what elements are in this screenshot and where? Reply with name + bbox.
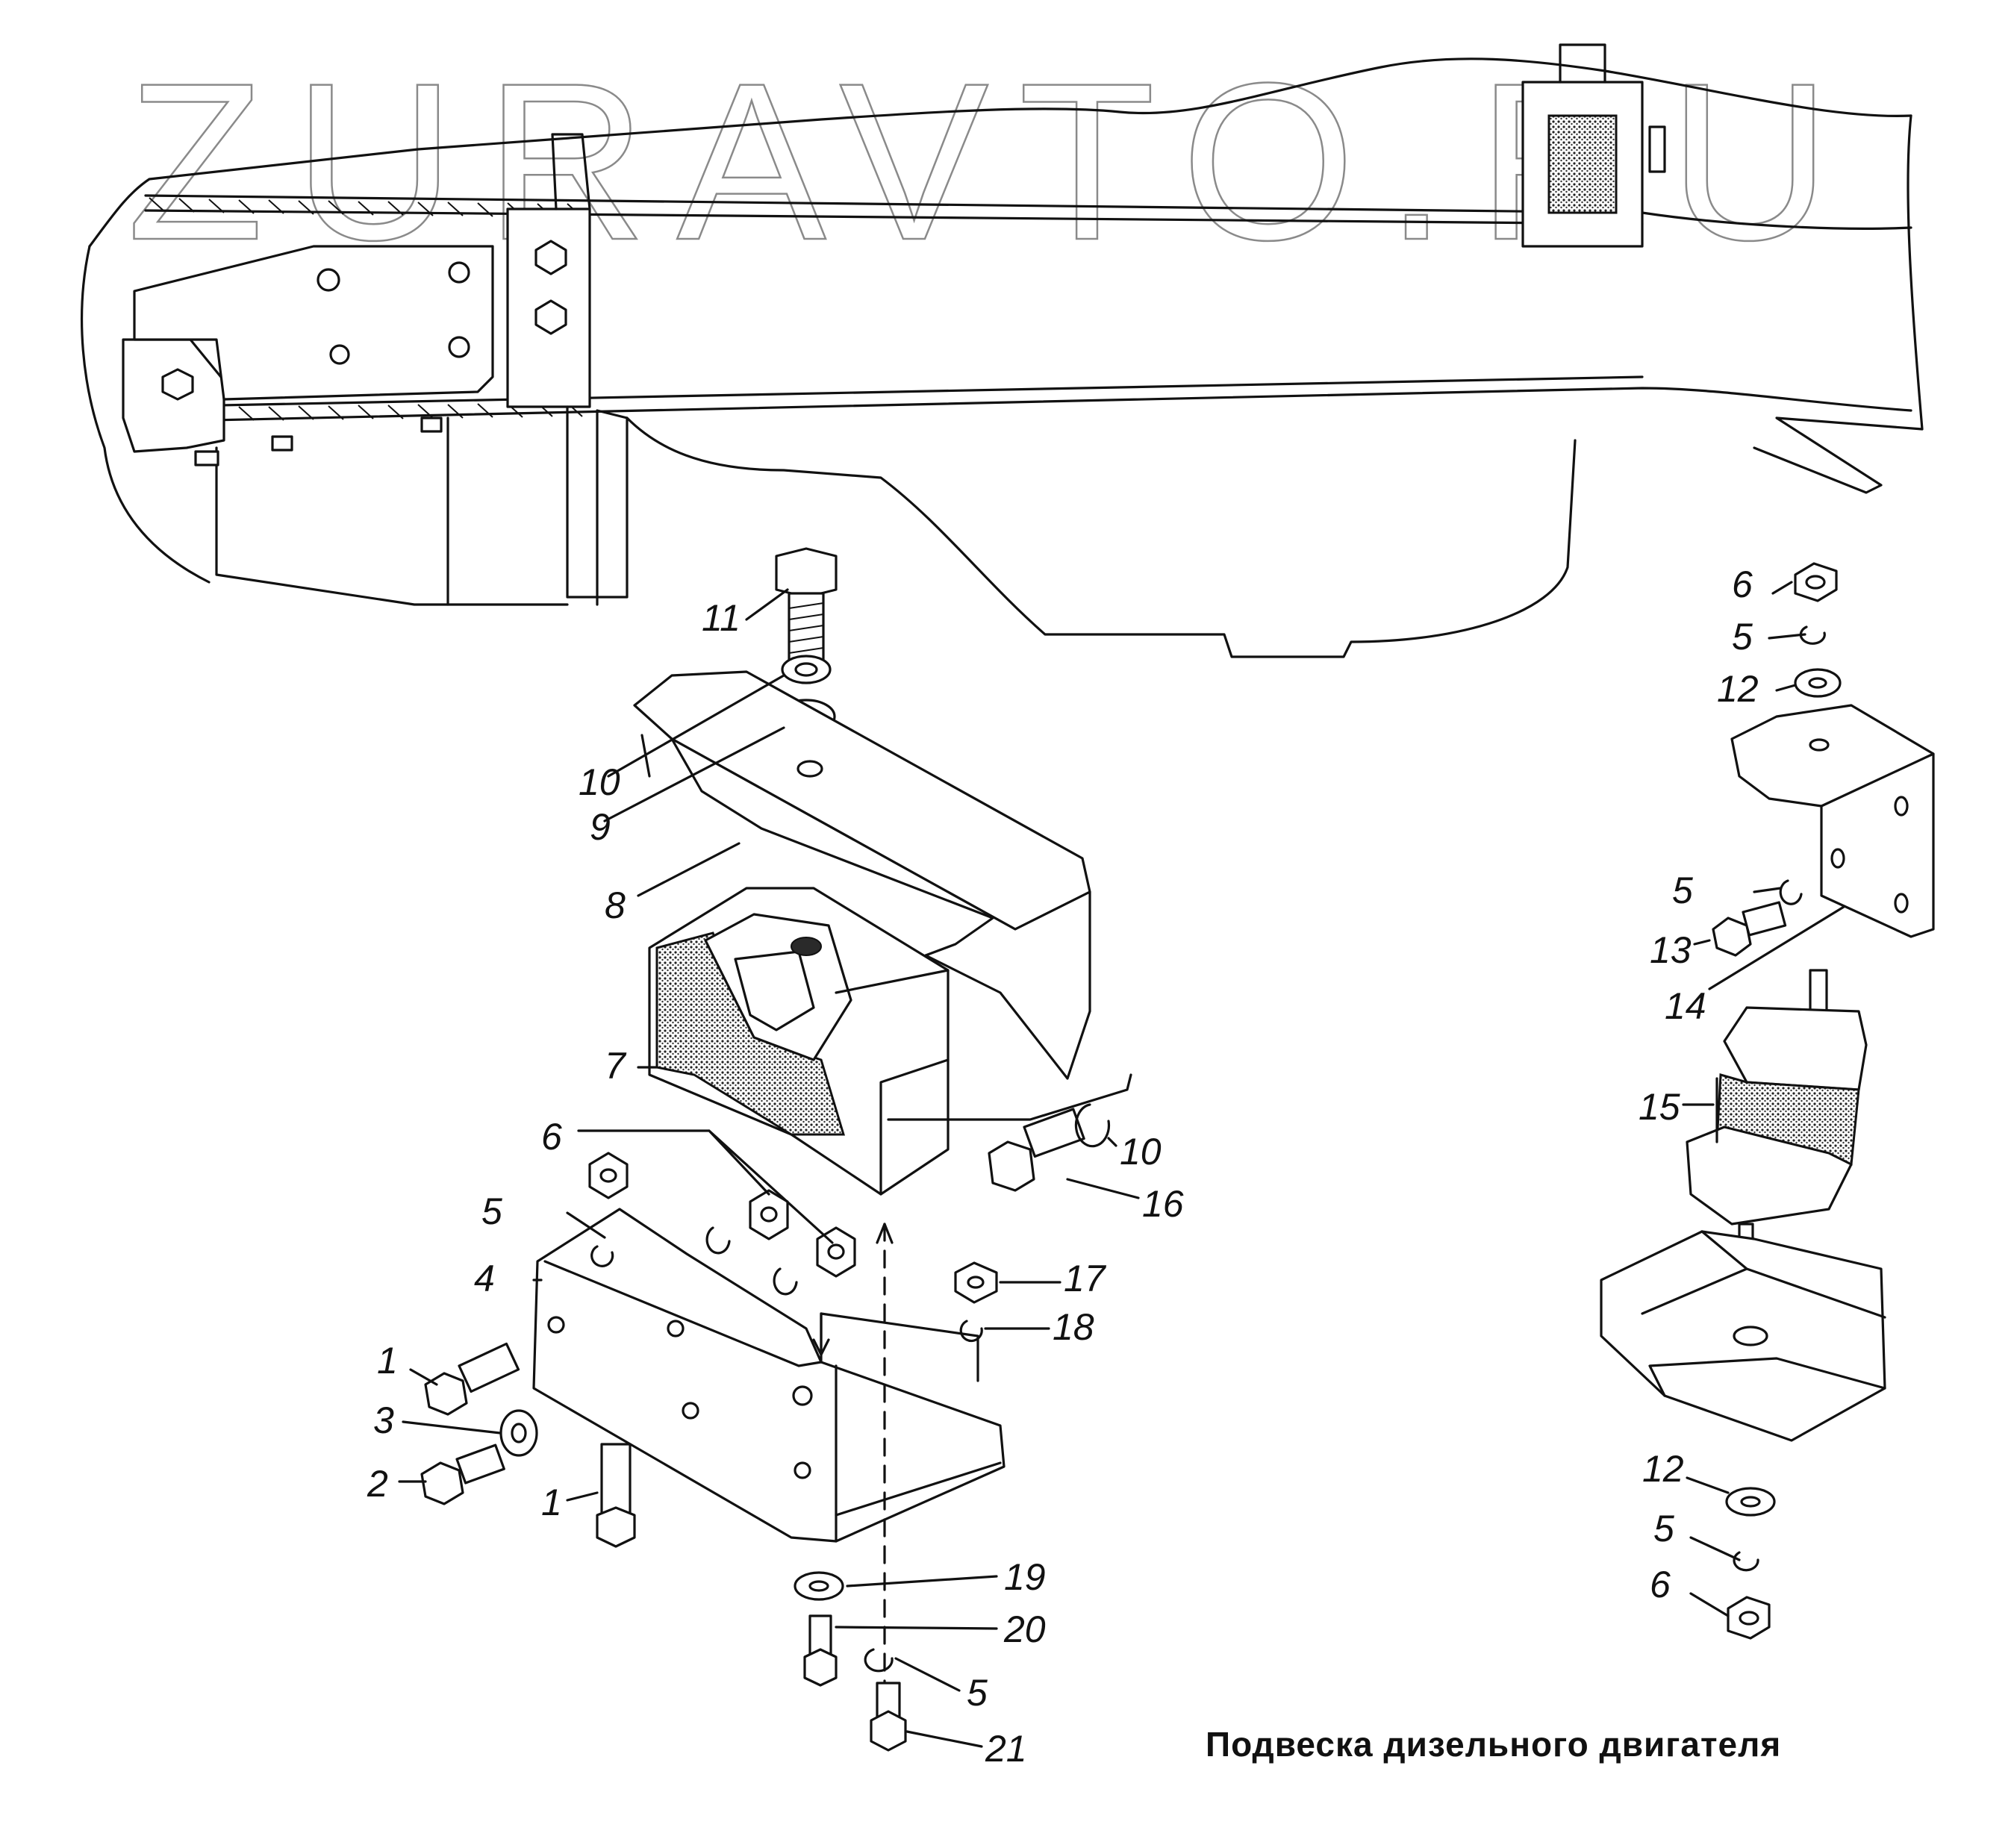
spring-washer-10 [781,655,832,684]
callout-8: 8 [605,884,626,926]
bracket-14 [1730,704,1935,938]
bolt-20 [803,1614,838,1687]
bolt-13 [1712,901,1787,957]
washer-3 [499,1409,538,1457]
bolt-11 [775,547,838,662]
spring-washer-5-top-right [1799,625,1826,645]
callout-18: 18 [1053,1306,1094,1348]
spring-washer-5-mid-a [705,1226,731,1255]
spring-washer-10-right [1074,1103,1111,1148]
nut-6-left [588,1152,629,1199]
bracket-8 [633,670,1091,1080]
callout-20: 20 [1003,1608,1046,1650]
callout-19: 19 [1004,1556,1046,1598]
callout-10-right: 10 [1120,1131,1162,1173]
callout-1-left: 1 [377,1340,398,1382]
spring-washer-5-mid-b [773,1267,798,1296]
callout-6-top-right: 6 [1732,564,1753,605]
callout-14: 14 [1665,985,1706,1027]
leader-lines [398,581,1845,1748]
nut-6-top-right [1794,562,1838,602]
frame-assembly [80,43,1924,658]
callout-5-right: 5 [1672,870,1693,911]
callout-9: 9 [590,806,611,848]
callout-5-top-right: 5 [1732,616,1753,658]
spring-washer-5-right [1779,879,1803,905]
callout-5-mid: 5 [481,1190,502,1232]
callout-7: 7 [605,1045,627,1087]
callout-10-top: 10 [579,761,620,803]
nut-6-bottom-right [1727,1596,1771,1640]
spring-washer-18 [959,1320,983,1343]
callout-16: 16 [1142,1183,1184,1225]
support-pad [1600,1230,1886,1442]
callout-21: 21 [985,1728,1027,1770]
callout-5-bottom: 5 [967,1672,988,1714]
rubber-cushion-7 [648,887,950,1196]
bolt-1-left [424,1342,520,1416]
washer-12-top [1794,668,1842,698]
callout-6-mid: 6 [541,1116,562,1158]
nut-17 [954,1261,998,1304]
front-mount-assembly [420,547,1132,1752]
callout-11: 11 [702,597,741,639]
callout-12-bottom: 12 [1642,1448,1684,1490]
diagram-caption: Подвеска дизельного двигателя [1206,1725,1782,1764]
bolt-1-vertical [596,1443,636,1548]
callout-6-bottom-right: 6 [1650,1564,1671,1605]
nut-6-middle [749,1189,789,1240]
spring-washer-5-bottom [864,1648,894,1673]
callout-12-top: 12 [1717,668,1759,710]
callout-1-lower: 1 [541,1482,562,1523]
callout-4: 4 [474,1258,495,1299]
washer-19 [794,1571,844,1601]
callout-5-bottom-right: 5 [1653,1508,1674,1549]
bolt-21 [870,1682,907,1752]
nut-6-right [816,1226,856,1278]
rear-mount-assembly [1600,562,1935,1640]
callout-2: 2 [367,1463,388,1505]
rubber-cushion-15 [1686,969,1868,1255]
washer-12-bottom [1725,1487,1776,1517]
bolt-2 [420,1443,505,1505]
callout-3: 3 [373,1399,394,1441]
bolt-16 [988,1108,1085,1192]
callout-17: 17 [1064,1258,1107,1299]
callout-13: 13 [1650,929,1692,971]
callout-labels: 11 10 9 8 7 6 5 4 1 3 2 1 19 20 5 21 17 … [367,564,1759,1770]
spring-washer-5-bottom-right [1733,1551,1759,1572]
callout-15: 15 [1639,1086,1680,1128]
